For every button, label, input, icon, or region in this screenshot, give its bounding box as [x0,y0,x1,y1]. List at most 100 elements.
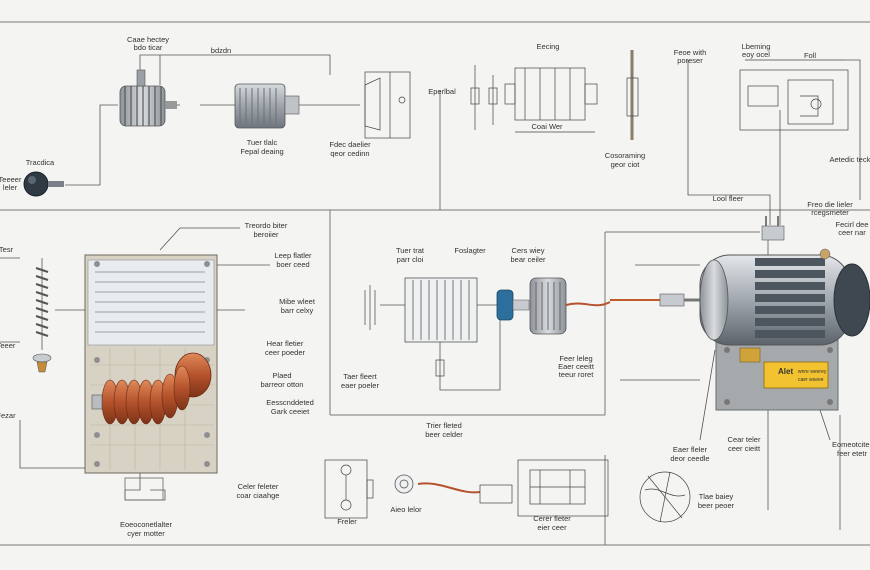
svg-text:Tuer tlalc: Tuer tlalc [247,138,278,147]
svg-text:Tlae baiey: Tlae baiey [699,492,734,501]
svg-text:Cosoraming: Cosoraming [605,151,645,160]
label-feoe-with: Feoe with poreser [674,48,707,65]
knob-icon [23,171,64,197]
label-taer-fleert: Taer fleert eaer poeler [341,372,379,390]
svg-text:Cerer fleter: Cerer fleter [533,514,571,523]
label-freo-die-lieler: Freo die lieler rcegsmeter [807,200,853,217]
label-lbeming: Lbeming eoy ocel [742,42,771,59]
resistor-icon [470,65,498,130]
label-eecing: Eecing [537,42,560,51]
label-coai-wer: Coai Wer [531,122,563,131]
label-teeeer: Teeeer leler [0,175,22,192]
svg-text:Lbeming: Lbeming [742,42,771,51]
label-tracdica: Tracdica [26,158,55,167]
svg-text:bdo ticar: bdo ticar [134,43,163,52]
svg-text:Fepal deaing: Fepal deaing [240,147,283,156]
svg-text:Eaer ceeitt: Eaer ceeitt [558,362,595,371]
capacitor-icon [477,289,530,321]
housing-sketch [364,71,411,139]
label-eaer-fleler: Eaer fleler deor ceedle [670,445,709,463]
label-celer-feleter: Celer feleter coar ciaahge [237,482,280,500]
label-caae-hectey: Caae hectey bdo ticar [127,35,169,52]
label-freler: Freler [337,517,357,526]
svg-text:Caae hectey: Caae hectey [127,35,169,44]
main-motor-icon [699,216,870,411]
label-trier-fleted: Trier fleted beer celder [425,421,463,439]
motor-icon [234,83,300,129]
svg-text:teeur roret: teeur roret [559,370,595,379]
label-cear-teler: Cear teler ceer cieitt [728,435,761,453]
label-leep-flatler: Leep flatler boer ceed [274,251,312,269]
label-foll: Foll [804,51,816,60]
svg-text:Trier fleted: Trier fleted [426,421,462,430]
rotary-dial-icon [639,471,691,523]
label-tuer-tlalc: Tuer tlalc Fepal deaing [240,138,283,156]
label-treordo-biter: Treordo biter beroiier [245,221,288,239]
label-eoeoconetlalter: Eoeoconetlalter cyer motter [120,520,173,538]
svg-text:parr cloi: parr cloi [397,255,424,264]
label-bdzdn: bdzdn [211,46,231,55]
svg-text:beer peoer: beer peoer [698,501,735,510]
svg-text:Cear teler: Cear teler [728,435,761,444]
svg-text:Hear fletier: Hear fletier [267,339,304,348]
svg-text:Eesscnddeted: Eesscnddeted [266,398,314,407]
svg-text:Feoe with: Feoe with [674,48,707,57]
actuator-sketch [517,459,609,517]
fan-icon [529,277,567,335]
drive-shaft [565,293,700,307]
svg-text:ceer nar: ceer nar [838,228,866,237]
label-eperlbal: Eperlbal [428,87,456,96]
rotor-sketch [504,67,598,133]
sensor-probe-icon [394,474,513,504]
svg-text:Eomeotciter: Eomeotciter [832,440,870,449]
svg-text:qeor cedinn: qeor cedinn [330,149,369,158]
svg-text:beer celder: beer celder [425,430,463,439]
switch-icon [364,285,405,330]
warning-tag-line-1: Alet [778,367,793,376]
svg-text:barr celxy: barr celxy [281,306,314,315]
svg-text:barreor otton: barreor otton [261,380,304,389]
svg-text:eoy ocel: eoy ocel [742,50,770,59]
enclosure-sketch [739,59,849,131]
svg-text:Freo die lieler: Freo die lieler [807,200,853,209]
label-fecirl-dee: Fecirl dee ceer nar [836,220,869,237]
spring-rod-icon [626,50,639,140]
label-cers-wiey: Cers wiey bear ceiler [510,246,546,264]
svg-text:Feer leleg: Feer leleg [559,354,592,363]
label-tuer-trat: Tuer trat parr cloi [396,246,425,264]
label-aieo-lelor: Aieo lelor [390,505,422,514]
copper-coil-icon [91,352,212,425]
warning-tag-line-3: caer wseee [798,377,824,383]
label-hear-fletier: Hear fletier ceer poeder [265,339,306,357]
svg-text:deor ceedle: deor ceedle [670,454,709,463]
svg-text:cyer motter: cyer motter [127,529,165,538]
warning-tag-line-2: wnre weerey [798,369,827,375]
svg-text:Plaed: Plaed [272,371,291,380]
svg-text:eier ceer: eier ceer [537,523,567,532]
svg-text:Celer feleter: Celer feleter [238,482,279,491]
label-cosoraming: Cosoraming geor ciot [605,151,645,169]
motor-wiring [620,264,831,441]
svg-text:feer etetr: feer etetr [837,449,868,458]
label-eesscnddeted: Eesscnddeted Gark ceeiet [266,398,314,416]
heatsink-icon [404,277,501,391]
svg-text:leler: leler [3,183,18,192]
svg-text:bear ceiler: bear ceiler [510,255,546,264]
svg-text:Tuer trat: Tuer trat [396,246,425,255]
label-mibe-wleet: Mibe wleet barr celxy [279,297,316,315]
svg-text:Gark ceeiet: Gark ceeiet [271,407,310,416]
svg-text:Eoeoconetlalter: Eoeoconetlalter [120,520,173,529]
svg-text:Leep flatler: Leep flatler [274,251,312,260]
svg-text:Mibe wleet: Mibe wleet [279,297,316,306]
board-connectors [0,227,270,501]
svg-text:eaer poeler: eaer poeler [341,381,379,390]
spring-resistor-icon [32,258,52,373]
label-tesr: Tesr [0,245,14,254]
svg-text:coar ciaahge: coar ciaahge [237,491,280,500]
label-cerer-fleter: Cerer fleter eier ceer [533,514,571,532]
label-foslagter: Foslagter [454,246,486,255]
svg-text:poreser: poreser [677,56,703,65]
label-plaed: Plaed barreor otton [261,371,304,389]
svg-text:Cers wiey: Cers wiey [512,246,545,255]
